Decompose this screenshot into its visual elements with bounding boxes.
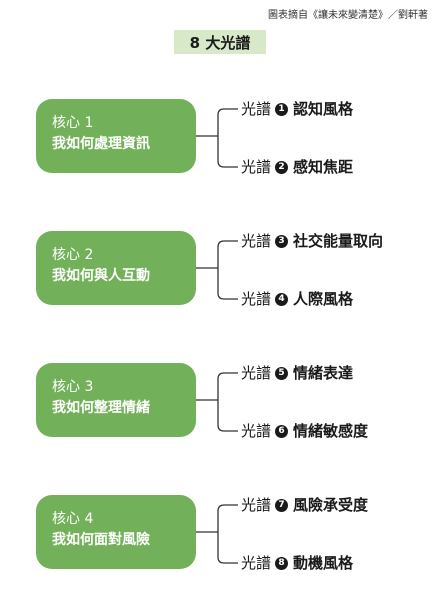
core-description: 我如何面對風險 — [52, 532, 150, 548]
spectrum-name: 情緒表達 — [293, 364, 354, 382]
spectrum-number-badge: 1 — [275, 102, 289, 116]
core-description: 我如何處理資訊 — [52, 136, 150, 152]
spectrum-prefix: 光譜 — [241, 158, 272, 176]
spectrum-prefix: 光譜 — [241, 496, 272, 514]
spectrum-number-badge: 4 — [275, 292, 289, 306]
core-box-3: 核心 3 我如何整理情緒 — [36, 363, 196, 437]
spectrum-name: 情緒敏感度 — [293, 422, 369, 440]
spectrum-name: 人際風格 — [293, 290, 354, 308]
connector-bracket — [217, 108, 238, 168]
spectrum-prefix: 光譜 — [241, 232, 272, 250]
spectrum-name: 動機風格 — [293, 554, 354, 572]
spectrum-prefix: 光譜 — [241, 422, 272, 440]
spectrum-name: 感知焦距 — [293, 158, 354, 176]
spectrum-name: 認知風格 — [293, 100, 354, 118]
spectrum-name: 風險承受度 — [293, 496, 369, 514]
spectrum-prefix: 光譜 — [241, 364, 272, 382]
source-credit: 圖表摘自《讓未來變清楚》／劉軒著 — [268, 10, 428, 21]
spectrum-number-badge: 3 — [275, 234, 289, 248]
connector-bracket — [217, 240, 238, 300]
spectrum-number-badge: 2 — [275, 160, 289, 174]
core-box-4: 核心 4 我如何面對風險 — [36, 495, 196, 569]
spectrum-prefix: 光譜 — [241, 554, 272, 572]
core-label: 核心 2 — [52, 247, 94, 263]
core-box-1: 核心 1 我如何處理資訊 — [36, 99, 196, 173]
spectrum-number-badge: 8 — [275, 556, 289, 570]
core-label: 核心 3 — [52, 379, 94, 395]
core-box-2: 核心 2 我如何與人互動 — [36, 231, 196, 305]
spectrum-number-badge: 6 — [275, 424, 289, 438]
core-description: 我如何與人互動 — [52, 268, 150, 284]
connector-bracket — [217, 372, 238, 432]
spectrum-number-badge: 5 — [275, 366, 289, 380]
core-label: 核心 4 — [52, 511, 94, 527]
core-label: 核心 1 — [52, 115, 94, 131]
connector-bracket — [217, 504, 238, 564]
diagram-title: 8 大光譜 — [174, 30, 266, 54]
core-description: 我如何整理情緒 — [52, 400, 150, 416]
spectrum-number-badge: 7 — [275, 498, 289, 512]
spectrum-prefix: 光譜 — [241, 290, 272, 308]
spectrum-prefix: 光譜 — [241, 100, 272, 118]
spectrum-name: 社交能量取向 — [293, 232, 384, 250]
